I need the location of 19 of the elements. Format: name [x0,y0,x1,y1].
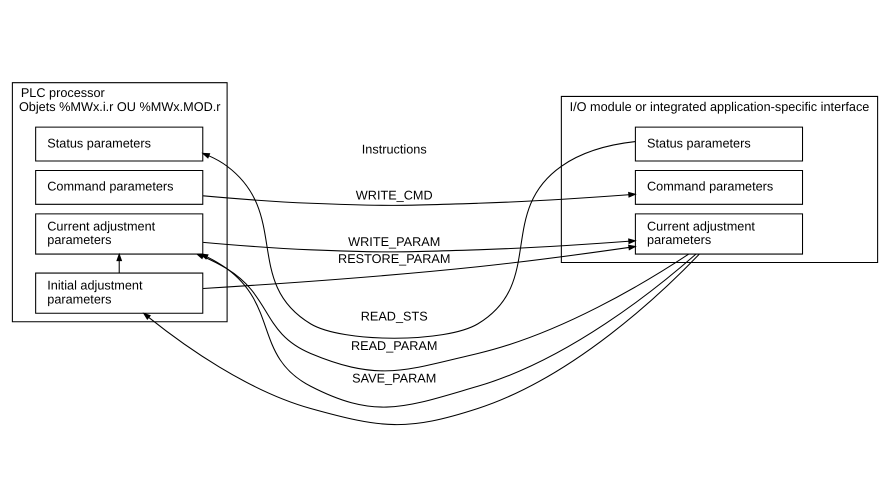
node-box: Status parameters [634,126,804,161]
arrow [201,140,636,338]
node-box: Initial adjustment parameters [35,272,204,314]
node-box: Command parameters [634,169,804,204]
edge-label: READ_PARAM [350,338,438,352]
node-box: Current adjustment parameters [35,212,204,254]
edge-label: SAVE_PARAM [352,371,436,386]
node-box: Current adjustment parameters [634,212,804,254]
arrow [203,238,637,252]
label: Instructions [362,142,427,156]
edge-label: READ_STS [360,308,428,323]
node-box: Command parameters [35,169,204,204]
arrow [203,244,637,289]
edge-label: WRITE_PARAM [348,234,440,249]
arrow [116,252,122,272]
edge-label: WRITE_CMD [356,188,433,202]
edge-label: RESTORE_PARAM [338,252,450,266]
node-box: Status parameters [35,126,204,161]
arrow [203,191,637,206]
